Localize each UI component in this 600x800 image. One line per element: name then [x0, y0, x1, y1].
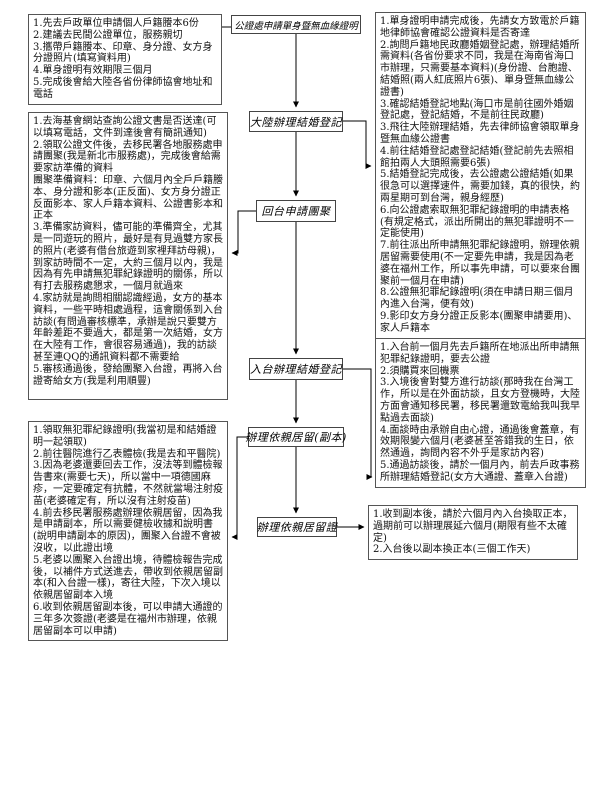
note-item: 6.收到依親居留副本後，可以申請大通證的三年多次簽證(老婆是在福州市辦理，依親居…	[33, 601, 223, 637]
note-item: 2.入台後以副本換正本(三個工作天)	[373, 544, 531, 556]
note-item: 5.完成後會給大陸各省份律師協會地址和電話	[33, 76, 213, 100]
note-item: 5.結婚登記完成後，去公證處公證結婚(如果很急可以選擇速件，需要加錢，真的很快，…	[380, 169, 580, 204]
note-item: 1.先去戶政單位申請個人戶籍謄本6份	[33, 18, 199, 29]
note-item: 3.飛往大陸辦理結婚，先去律師協會領取單身暨無血緣公證書	[380, 122, 580, 145]
note-item: 7.前往派出所申請無犯罪紀錄證明，辦理依親居留需要使用(不一定要先申請，我是因為…	[380, 240, 580, 287]
note-item: 8.公證無犯罪紀錄證明(須在申請日期三個月內進入台灣，便有效)	[380, 287, 574, 311]
note-item: 4.面談時由承辦自由心證，通過後會蓋章，有效期限變六個月(老婆甚至答錯我的生日，…	[380, 424, 580, 460]
note-item: 9.影印女方身分證正反影本(團聚申請要用)、家人戶籍本	[380, 310, 578, 334]
connector-node3-leftbox2	[231, 210, 256, 256]
node-return-taiwan-reunion-application: 回台申請團聚	[256, 200, 336, 222]
node-taiwan-marriage-registration: 入台辦理結婚登記	[249, 358, 343, 380]
note-item: 1.領取無犯罪紀錄證明(我當初是和結婚證明一起領取)	[33, 425, 217, 448]
note-item: 5.審核通過後，發給團聚入台證，再將入台證寄給女方(我是利用順豐)	[33, 363, 223, 387]
note-item: 3.確認結婚登記地點(海口市是前往國外婚姻登記處，登記結婚，不是前往民政廳)	[380, 98, 574, 122]
note-item: 1.收到副本後，請於六個月內入台換取正本，過期前可以辦理展延六個月(期限有些不太…	[373, 509, 573, 544]
node-notary-single-cert: 公證處申請單身暨無血緣證明	[231, 15, 361, 34]
note-item: 團聚準備資料：印章、六個月內全戶戶籍謄本、身分證和影本(正反面)、女方身分證正反…	[33, 174, 223, 222]
note-item: 1.單身證明申請完成後，先請女方致電於戶籍地律師協會確認公證資料是否寄達	[380, 16, 580, 39]
notes-dependent-residency-copy-steps: 1.領取無犯罪紀錄證明(我當初是和結婚證明一起領取)2.前往醫院進行乙表體檢(我…	[28, 421, 228, 642]
note-item: 4.單身證明有效期限三個月	[33, 65, 153, 77]
note-item: 2.前往醫院進行乙表體檢(我是去和平醫院)	[33, 448, 221, 460]
connector-node4-rightbox2	[343, 368, 373, 480]
note-item: 5.老婆以團聚入台證出境，待體檢報告完成後，以補件方式送進去，帶收到依親居留副本…	[33, 554, 223, 602]
note-item: 4.前去移民署服務處辦理依親居留，因為我是申請副本，所以需要健檢收據和說明書(說…	[33, 507, 223, 554]
note-item: 2.建議去民間公證單位，服務親切	[33, 29, 183, 41]
connector-node2-rightbox1	[343, 120, 372, 169]
note-item: 3.攜帶戶籍謄本、印章、身分證、女方身分證照片(填寫資料用)	[33, 41, 213, 65]
note-item: 6.向公證處索取無犯罪紀錄證明的申請表格(有規定格式，派出所開出的無犯罪證明不一…	[380, 204, 574, 240]
node-dependent-residency-cert: 辦理依親居留證	[257, 517, 337, 537]
notes-residency-cert-exchange-steps: 1.收到副本後，請於六個月內入台換取正本，過期前可以辦理展延六個月(期限有些不太…	[368, 505, 578, 561]
note-item: 1.去海基會網站查詢公證文書是否送達(可以填寫電話，文件到達後會有簡訊通知)	[33, 116, 217, 139]
note-item: 2.須購買來回機票	[380, 365, 460, 377]
note-item: 5.通過訪談後，請於一個月內，前去戶政事務所辦理結婚登記(女方大通證、蓋章入台證…	[380, 459, 580, 483]
note-item: 4.家訪就是詢問相關認識經過，女方的基本資料，一些平時相處過程，這會關係到入台訪…	[33, 292, 223, 363]
note-item: 2.領取公證文件後，去移民署各地服務處申請團聚(我是新北市服務處)，完成後會給需…	[33, 139, 223, 175]
note-item: 4.前往結婚登記處登記結婚(登記前先去照相館拍兩人大頭照需要6張)	[380, 145, 574, 169]
node-mainland-marriage-registration: 大陸辦理結婚登記	[249, 111, 343, 132]
notes-reunion-application-steps: 1.去海基會網站查詢公證文書是否送達(可以填寫電話，文件到達後會有簡訊通知)2.…	[28, 112, 228, 400]
note-item: 3.因為老婆還要回去工作，沒法等到體檢報告書來(需要七天)，所以當中一項德國麻疹…	[33, 460, 223, 507]
connector-node5-leftbox3	[231, 436, 248, 540]
node-dependent-residency-copy: 辦理依親居留(副本)	[245, 427, 346, 447]
note-item: 2.詢問戶籍地民政廳婚姻登記處，辦理結婚所需資料(各省份要求不同，我是在海南省海…	[380, 39, 580, 98]
note-item: 3.準備家訪資料，儘可能的準備齊全，尤其是一同遊玩的照片，最好是有見過雙方家長的…	[33, 222, 223, 293]
note-item: 3.入境後會對雙方進行訪談(那時我在台灣工作，所以是在外面訪談，且女方登機時，大…	[380, 377, 580, 424]
note-item: 1.入台前一個月先去戶籍所在地派出所申請無犯罪紀錄證明，要去公證	[380, 342, 580, 365]
